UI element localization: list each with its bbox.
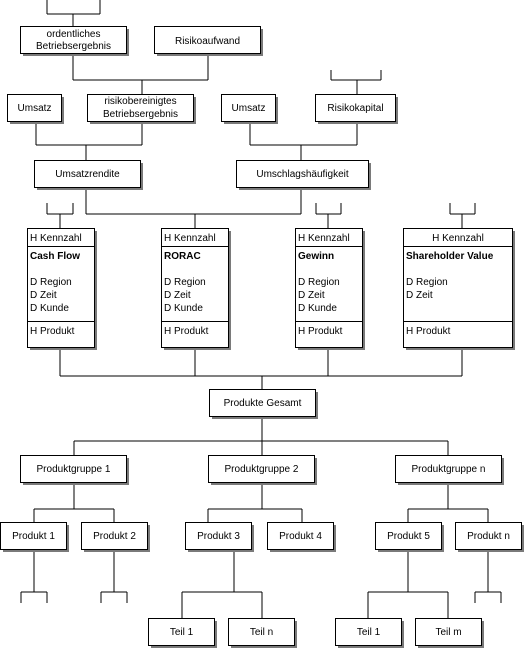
node-label: Betriebsergebnis	[103, 109, 178, 120]
node-label: Umschlagshäufigkeit	[256, 169, 348, 180]
node-label: Risikoaufwand	[175, 36, 240, 47]
cube-title: Cash Flow	[30, 251, 80, 262]
node-label: Produktgruppe 2	[225, 464, 299, 475]
cube-dimension: D Region	[30, 277, 72, 288]
node-label: Teil 1	[170, 627, 194, 638]
cube-title: Shareholder Value	[406, 251, 494, 262]
cube-header: H Kennzahl	[432, 233, 484, 244]
cube-dimension: D Region	[164, 277, 206, 288]
cube-footer: H Produkt	[298, 326, 343, 337]
node-produkt-5: Produkt 5	[375, 522, 444, 552]
node-teil-1-b: Teil 1	[335, 618, 404, 648]
node-umschlagshaeufigkeit: Umschlagshäufigkeit	[236, 160, 371, 190]
node-produktgruppe-2: Produktgruppe 2	[208, 455, 317, 485]
node-umsatz-left: Umsatz	[7, 94, 64, 124]
cube-dimension: D Region	[298, 277, 340, 288]
node-label: Risikokapital	[327, 103, 383, 114]
node-label: Produkt 2	[93, 531, 136, 542]
cube-title: RORAC	[164, 251, 201, 262]
cube-dimension: D Region	[406, 277, 448, 288]
node-label: risikobereinigtes	[104, 96, 176, 107]
node-risikobereinigtes-betriebsergebnis: risikobereinigtes Betriebsergebnis	[87, 94, 196, 124]
cube-dimension: D Kunde	[30, 303, 69, 314]
node-risikokapital: Risikokapital	[315, 94, 398, 124]
node-produkt-1: Produkt 1	[0, 522, 69, 552]
cube-header: H Kennzahl	[30, 233, 82, 244]
cube-footer: H Produkt	[406, 326, 451, 337]
cube-dimension: D Kunde	[164, 303, 203, 314]
node-label: Produktgruppe n	[412, 464, 486, 475]
cube-dimension: D Zeit	[298, 290, 325, 301]
cube-footer: H Produkt	[30, 326, 75, 337]
node-produktgruppe-1: Produktgruppe 1	[20, 455, 129, 485]
node-label: Teil n	[250, 627, 273, 638]
node-umsatz-right: Umsatz	[221, 94, 278, 124]
node-label: Produkt 3	[197, 531, 240, 542]
node-label: Umsatz	[232, 103, 266, 114]
node-produktgruppe-n: Produktgruppe n	[395, 455, 504, 485]
cube-header: H Kennzahl	[164, 233, 216, 244]
node-produkte-gesamt: Produkte Gesamt	[209, 389, 318, 419]
cube-title: Gewinn	[298, 251, 334, 262]
node-produkt-3: Produkt 3	[185, 522, 254, 552]
node-umsatzrendite: Umsatzrendite	[34, 160, 143, 190]
cube-header: H Kennzahl	[298, 233, 350, 244]
node-label: Teil m	[435, 627, 461, 638]
node-teil-m: Teil m	[415, 618, 484, 648]
node-label: Produkt 4	[279, 531, 322, 542]
node-teil-1-a: Teil 1	[148, 618, 217, 648]
cube-dimension: D Zeit	[164, 290, 191, 301]
node-produkt-2: Produkt 2	[81, 522, 150, 552]
node-label: Teil 1	[357, 627, 381, 638]
cube-footer: H Produkt	[164, 326, 209, 337]
node-risikoaufwand: Risikoaufwand	[154, 26, 263, 56]
node-label: ordentliches	[47, 29, 101, 40]
node-label: Produktgruppe 1	[37, 464, 111, 475]
node-label: Umsatz	[18, 103, 52, 114]
node-ordentliches-betriebsergebnis: ordentliches Betriebsergebnis	[20, 26, 129, 56]
cube-gewinn: H Kennzahl Gewinn D Region D Zeit D Kund…	[295, 228, 365, 350]
node-label: Produkt n	[467, 531, 510, 542]
cube-rorac: H Kennzahl RORAC D Region D Zeit D Kunde…	[161, 228, 231, 350]
cube-shareholder-value: H Kennzahl Shareholder Value D Region D …	[403, 228, 515, 350]
connector-lines	[20, 0, 502, 618]
node-label: Produkt 1	[12, 531, 55, 542]
cube-dimension: D Zeit	[406, 290, 433, 301]
node-label: Produkte Gesamt	[224, 398, 302, 409]
node-produkt-n: Produkt n	[455, 522, 524, 552]
cube-dimension: D Kunde	[298, 303, 337, 314]
node-label: Umsatzrendite	[55, 169, 120, 180]
cube-cash-flow: H Kennzahl Cash Flow D Region D Zeit D K…	[27, 228, 97, 350]
cube-dimension: D Zeit	[30, 290, 57, 301]
node-label: Betriebsergebnis	[36, 41, 111, 52]
node-produkt-4: Produkt 4	[267, 522, 336, 552]
node-label: Produkt 5	[387, 531, 430, 542]
node-teil-n: Teil n	[228, 618, 297, 648]
